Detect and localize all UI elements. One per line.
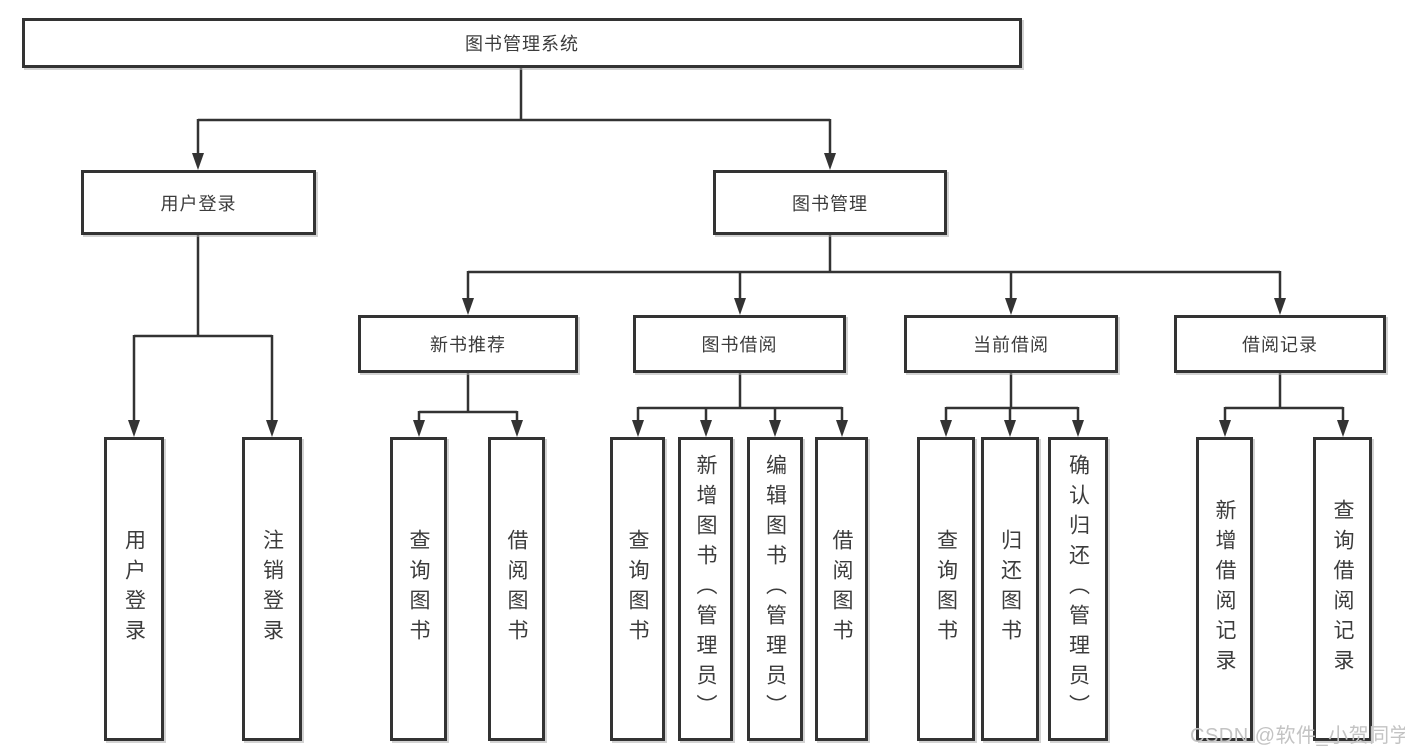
node-user-login: 用户登录 [81, 170, 316, 235]
leaf-recommend-query-books-label: 查询图书 [407, 529, 430, 649]
node-book-borrow-label: 图书借阅 [701, 335, 778, 355]
leaf-current-query-books: 查询图书 [917, 437, 975, 741]
node-book-management-label: 图书管理 [792, 193, 868, 214]
csdn-watermark: CSDN @软件_小贺同学 [1190, 725, 1405, 747]
connector-user-login-to-leaves [132, 235, 274, 423]
leaf-recommend-borrow-books-label: 借阅图书 [505, 529, 528, 649]
leaf-current-query-books-label: 查询图书 [934, 529, 958, 649]
leaf-user-login-label: 用户登录 [122, 529, 146, 649]
connector-book-management-to-level3 [466, 235, 1282, 301]
leaf-add-borrow-record-label: 新增借阅记录 [1213, 499, 1236, 679]
node-user-login-label: 用户登录 [160, 193, 237, 214]
arrowheads [128, 153, 1349, 437]
leaf-borrow-query-books-label: 查询图书 [626, 529, 649, 649]
node-borrow-records: 借阅记录 [1174, 315, 1386, 373]
leaf-borrow-books: 借阅图书 [815, 437, 868, 741]
leaf-query-borrow-record-label: 查询借阅记录 [1331, 499, 1354, 679]
leaf-add-borrow-record: 新增借阅记录 [1196, 437, 1253, 741]
leaf-return-books: 归还图书 [981, 437, 1039, 741]
leaf-edit-books-admin: 编辑图书（管理员） [747, 437, 803, 741]
leaf-add-books-admin-label: 新增图书（管理员） [694, 454, 717, 724]
leaf-recommend-query-books: 查询图书 [390, 437, 447, 741]
node-borrow-records-label: 借阅记录 [1242, 335, 1318, 355]
leaf-borrow-query-books: 查询图书 [610, 437, 665, 741]
leaf-query-borrow-record: 查询借阅记录 [1313, 437, 1372, 741]
leaf-logout-label: 注销登录 [260, 529, 284, 649]
node-new-book-recommend-label: 新书推荐 [430, 335, 506, 355]
connector-new-book-recommend-to-leaves [417, 373, 519, 423]
leaf-edit-books-admin-label: 编辑图书（管理员） [763, 454, 787, 724]
node-current-borrow: 当前借阅 [904, 315, 1118, 373]
leaf-add-books-admin: 新增图书（管理员） [678, 437, 733, 741]
connector-book-borrow-to-leaves [636, 373, 844, 423]
node-current-borrow-label: 当前借阅 [973, 335, 1049, 355]
leaf-confirm-return-admin-label: 确认归还（管理员） [1066, 454, 1090, 724]
leaf-user-login: 用户登录 [104, 437, 164, 741]
node-root-label: 图书管理系统 [465, 34, 579, 54]
node-book-management: 图书管理 [713, 170, 947, 235]
connector-current-borrow-to-leaves [944, 373, 1080, 423]
node-root: 图书管理系统 [22, 18, 1022, 68]
node-book-borrow: 图书借阅 [633, 315, 846, 373]
connector-root-to-level2 [196, 68, 832, 156]
node-new-book-recommend: 新书推荐 [358, 315, 578, 373]
leaf-confirm-return-admin: 确认归还（管理员） [1048, 437, 1108, 741]
leaf-borrow-books-label: 借阅图书 [830, 529, 853, 649]
leaf-return-books-label: 归还图书 [998, 529, 1022, 649]
leaf-logout: 注销登录 [242, 437, 302, 741]
connector-borrow-records-to-leaves [1223, 373, 1345, 423]
leaf-recommend-borrow-books: 借阅图书 [488, 437, 545, 741]
